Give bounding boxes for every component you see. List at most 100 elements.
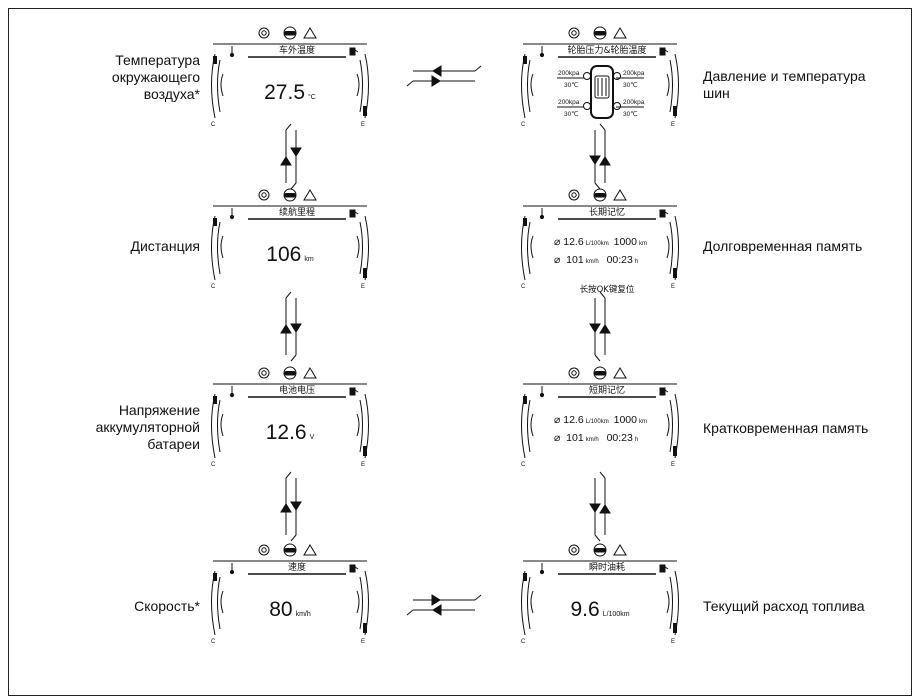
screen-tire-pressure: 轮胎压力&轮胎温度 200kpa 30℃ 200kpa 30℃ 200kpa 3… <box>520 26 680 134</box>
tire-rr-pressure: 200kpa <box>623 99 645 106</box>
car-icon <box>593 543 607 557</box>
gauge-empty-label: E <box>361 462 366 468</box>
screen-ambient-temperature: 车外温度 27.5°C C E <box>210 26 370 134</box>
cluster-frame <box>211 26 369 119</box>
label-short-memory: Кратковременная память <box>703 420 869 436</box>
tire-fr-temp: 30℃ <box>623 82 638 89</box>
tire-fl-temp: 30℃ <box>564 82 579 89</box>
gauge-cold-label: C <box>211 462 216 468</box>
gauge-empty-label: E <box>361 122 366 128</box>
gear-icon <box>568 189 580 201</box>
label-long-memory: Долговременная память <box>703 238 863 254</box>
screen-title: 轮胎压力&轮胎温度 <box>567 46 647 56</box>
fuel-icon <box>659 564 666 573</box>
value-display: 27.5°C <box>264 81 316 104</box>
car-icon <box>283 188 297 202</box>
warning-icon <box>303 367 317 379</box>
car-icon <box>283 26 297 40</box>
label-fuel-consumption: Текущий расход топлива <box>703 598 865 614</box>
warning-icon <box>303 27 317 39</box>
tire-rr-temp: 30℃ <box>623 111 638 118</box>
gauge-empty-label: E <box>671 122 676 128</box>
gear-icon <box>258 367 270 379</box>
fuel-icon <box>349 209 356 218</box>
cluster-frame <box>521 26 679 119</box>
arrow-pair-left-1 <box>280 123 302 190</box>
tire-rl-pressure: 200kpa <box>558 99 580 106</box>
screen-title: 速度 <box>287 563 306 573</box>
warning-icon <box>613 544 627 556</box>
cluster-frame <box>521 543 679 636</box>
warning-icon <box>303 189 317 201</box>
warning-icon <box>303 544 317 556</box>
screen-title: 瞬时油耗 <box>588 563 625 573</box>
warning-icon <box>613 189 627 201</box>
cluster-frame <box>521 188 679 281</box>
fuel-icon <box>349 47 356 56</box>
gauge-empty-label: E <box>671 462 676 468</box>
label-battery-voltage: Напряжение аккумуляторной батареи <box>95 402 200 452</box>
label-tire-pressure: Давление и температура шин <box>703 68 866 101</box>
fuel-icon <box>659 47 666 56</box>
screen-title: 长期记忆 <box>588 208 625 218</box>
car-topview-icon <box>557 65 644 119</box>
car-icon <box>593 26 607 40</box>
fuel-icon <box>659 387 666 396</box>
gear-icon <box>258 189 270 201</box>
warning-icon <box>613 27 627 39</box>
arrow-pair-right-2 <box>589 291 611 362</box>
screen-title: 续航里程 <box>278 208 315 218</box>
cluster-frame <box>211 188 369 281</box>
gauge-empty-label: E <box>671 284 676 290</box>
gauge-empty-label: E <box>671 639 676 645</box>
arrow-pair-right-1 <box>589 123 611 190</box>
car-icon <box>283 543 297 557</box>
gauge-empty-label: E <box>361 639 366 645</box>
label-range: Дистанция <box>130 238 201 254</box>
warning-icon <box>613 367 627 379</box>
label-speed: Скорость* <box>134 598 200 614</box>
fuel-icon <box>349 387 356 396</box>
gauge-cold-label: C <box>521 122 526 128</box>
fuel-icon <box>659 209 666 218</box>
fuel-icon <box>349 564 356 573</box>
gauge-empty-label: E <box>361 284 366 290</box>
reset-hint: 长按OK键复位 <box>579 285 635 295</box>
gear-icon <box>258 544 270 556</box>
gauge-cold-label: C <box>211 639 216 645</box>
tire-fr-pressure: 200kpa <box>623 70 645 77</box>
gauge-cold-label: C <box>211 284 216 290</box>
car-icon <box>593 366 607 380</box>
screen-title: 车外温度 <box>278 46 315 56</box>
gauge-cold-label: C <box>521 639 526 645</box>
arrow-pair-right-3 <box>589 471 611 542</box>
tire-fl-pressure: 200kpa <box>558 70 580 77</box>
arrow-pair-left-3 <box>280 471 302 542</box>
label-ambient-temperature: Температура окружающего воздуха* <box>111 52 200 102</box>
arrow-pair-left-2 <box>280 291 302 362</box>
gauge-cold-label: C <box>211 122 216 128</box>
gear-icon <box>568 367 580 379</box>
tire-rl-temp: 30℃ <box>564 111 579 118</box>
screen-title: 电池电压 <box>278 386 315 396</box>
screen-title: 短期记忆 <box>588 386 625 396</box>
gauge-cold-label: C <box>521 284 526 290</box>
car-icon <box>283 366 297 380</box>
gauge-cold-label: C <box>521 462 526 468</box>
gear-icon <box>568 544 580 556</box>
